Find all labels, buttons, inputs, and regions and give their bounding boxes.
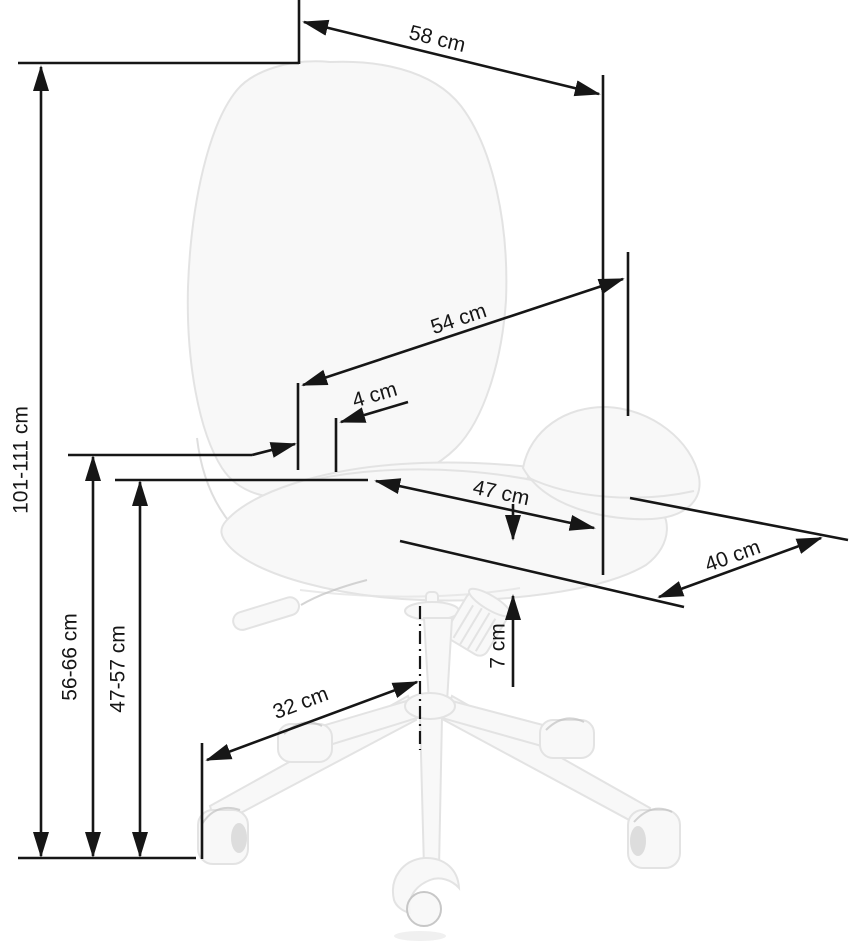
chair-base-leg-front [418, 715, 444, 869]
extension-line [399, 539, 685, 609]
chair-backrest [186, 60, 508, 500]
dimension-label-seat-front-height: 47-57 cm [107, 625, 130, 713]
dimension-line [657, 536, 823, 599]
dimension-line [301, 277, 625, 387]
dimension-label-backrest-width: 58 cm [407, 21, 468, 57]
dimension-seat-rear-height: 56-66 cm [59, 442, 297, 858]
dimension-seat-front-height: 47-57 cm [107, 478, 368, 858]
dimension-label-seat-rear-height: 56-66 cm [59, 613, 82, 701]
chair-seat-front-shadow [299, 587, 521, 598]
dimension-label-overall-height: 101-111 cm [10, 406, 33, 514]
chair-caster-front [392, 856, 461, 941]
chair-lever-rod [300, 579, 368, 606]
dimension-line [374, 478, 596, 531]
chair-gas-knob [445, 587, 512, 657]
chair-backrest-stem [196, 437, 232, 525]
dimension-seat-width: 47 cm [374, 476, 596, 531]
dimension-line [205, 680, 419, 762]
chair-gas-column [422, 617, 454, 703]
dimension-line [302, 19, 601, 97]
chair-lever-handle [232, 596, 300, 631]
chair-illustration [186, 60, 701, 941]
pointer-line [251, 442, 297, 458]
chair-caster-left [197, 806, 249, 865]
dimension-seat-thickness: 7 cm [487, 504, 522, 687]
extension-line [629, 496, 849, 542]
dimension-overall-height: 101-111 cm [10, 61, 299, 860]
dimension-line [339, 400, 409, 424]
chair-caster-right [627, 807, 681, 869]
dimension-label-seat-thickness: 7 cm [487, 623, 510, 669]
chair-base-hub [404, 692, 456, 720]
chair-caster-front-right [539, 717, 595, 759]
chair-caster-front-left [277, 721, 333, 763]
